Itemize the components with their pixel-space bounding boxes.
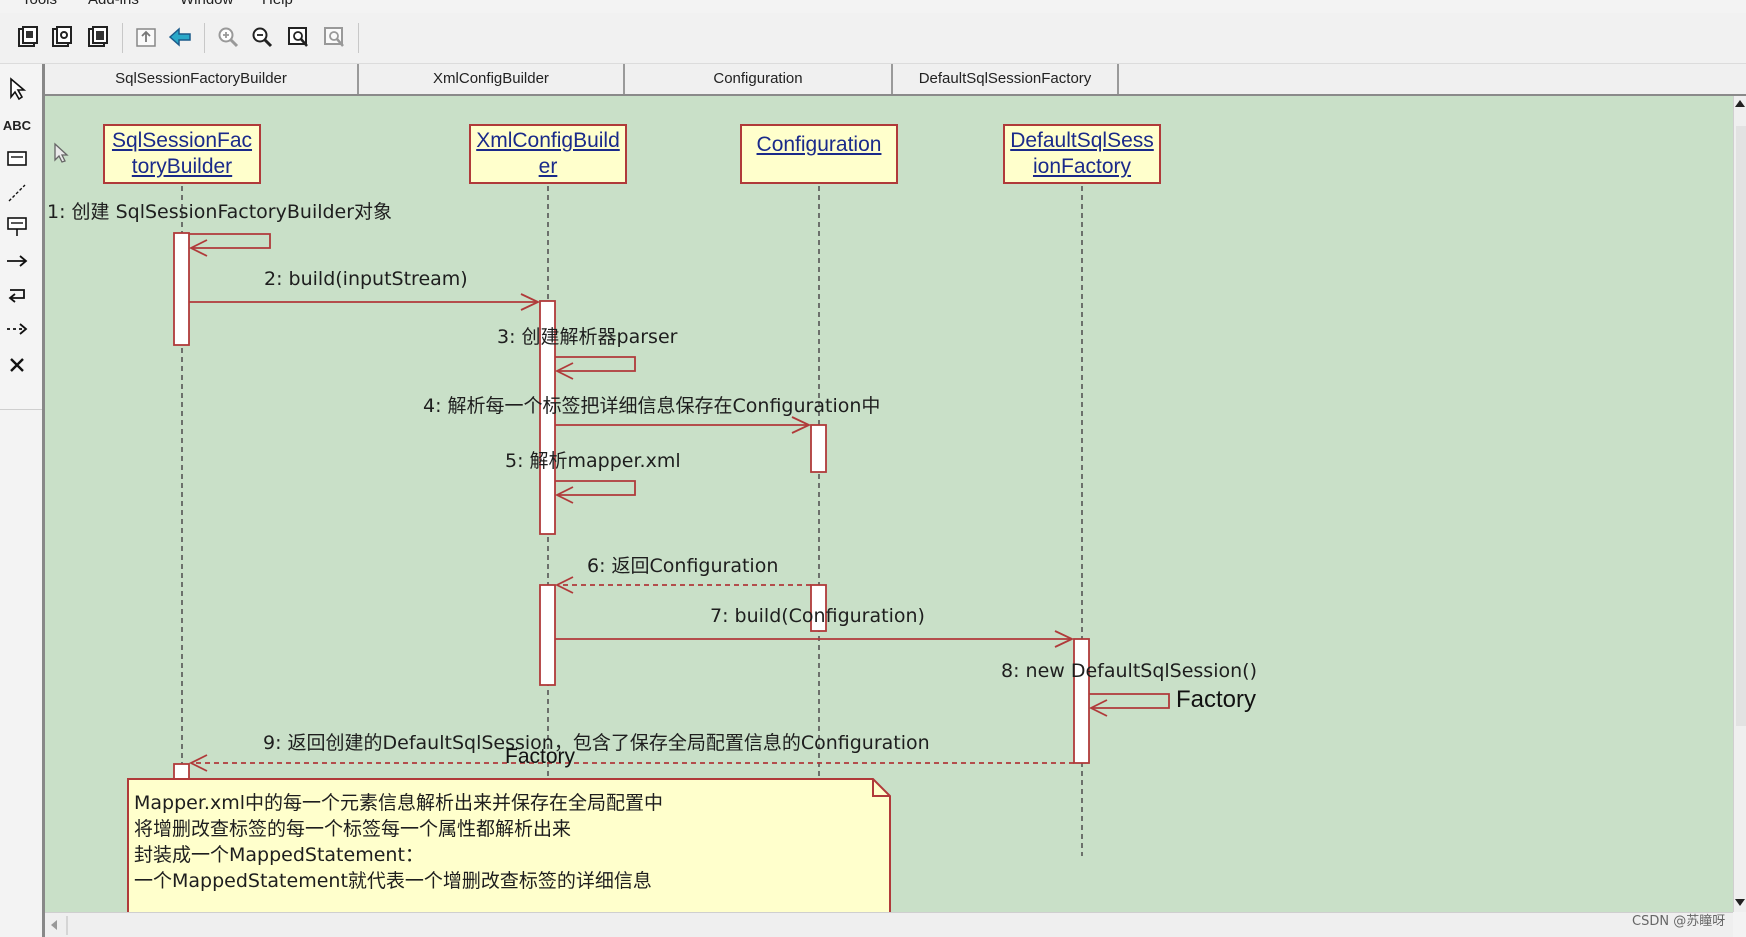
note-line: Mapper.xml中的每一个元素信息解析出来并保存在全局配置中 bbox=[134, 792, 663, 814]
return-message-icon[interactable] bbox=[2, 314, 32, 344]
zoom-in-icon[interactable] bbox=[214, 23, 242, 51]
menu-window[interactable]: Window bbox=[180, 0, 233, 8]
object-label-line: Configuration bbox=[756, 133, 882, 156]
zoom-selection-icon[interactable] bbox=[320, 23, 348, 51]
factory-overlay-label: Factory bbox=[1176, 686, 1257, 713]
anchor-note-icon[interactable] bbox=[2, 178, 32, 208]
zoom-out-icon[interactable] bbox=[248, 23, 276, 51]
zoom-fit-icon[interactable] bbox=[284, 23, 312, 51]
arrowhead bbox=[1054, 630, 1075, 648]
arrowhead bbox=[554, 362, 574, 380]
diagram-canvas[interactable]: SqlSessionFac toryBuilder XmlConfigBuild e… bbox=[45, 96, 1733, 918]
object-label-line: er bbox=[538, 155, 558, 178]
self-message-icon[interactable] bbox=[2, 280, 32, 310]
tool-palette: ABC bbox=[0, 64, 43, 410]
note-line: 一个MappedStatement就代表一个增删改查标签的详细信息 bbox=[134, 870, 652, 892]
note-line: 封装成一个MappedStatement： bbox=[134, 844, 424, 866]
note-line: 将增删改查标签的每一个标签每一个属性都解析出来 bbox=[134, 818, 572, 840]
message-label-2[interactable]: 2: build(inputStream) bbox=[264, 268, 468, 290]
activation-bar bbox=[1073, 638, 1090, 764]
object-tool-icon[interactable] bbox=[2, 212, 32, 242]
scrollbar-graphics bbox=[1735, 100, 1746, 906]
message-label-8[interactable]: 8: new DefaultSqlSession() bbox=[1001, 660, 1257, 682]
message-label-4[interactable]: 4: 解析每一个标签把详细信息保存在Configuration中 bbox=[423, 395, 881, 417]
menu-help[interactable]: Help bbox=[262, 0, 293, 8]
arrowhead bbox=[554, 576, 574, 594]
message-label-5[interactable]: 5: 解析mapper.xml bbox=[505, 450, 681, 472]
delete-tool-icon[interactable] bbox=[2, 350, 32, 380]
scroll-left-icon[interactable] bbox=[45, 913, 105, 937]
note-tool-icon[interactable] bbox=[2, 144, 32, 174]
message-label-9[interactable]: 9: 返回创建的DefaultSqlSession，包含了保存全局配置信息的Co… bbox=[263, 732, 930, 754]
watermark: CSDN @苏瞳呀 bbox=[1632, 914, 1726, 929]
fit-window-icon[interactable] bbox=[132, 23, 160, 51]
text-tool-icon[interactable]: ABC bbox=[2, 117, 32, 133]
arrowhead bbox=[791, 416, 812, 434]
activation-bar bbox=[539, 584, 556, 686]
column-header-sqlsessionfactorybuilder[interactable]: SqlSessionFactoryBuilder bbox=[45, 64, 359, 94]
object-label-line: DefaultSqlSess bbox=[1010, 129, 1154, 152]
column-header: SqlSessionFactoryBuilder XmlConfigBuilde… bbox=[45, 64, 1746, 96]
activation-bar bbox=[539, 300, 556, 535]
activation-bar bbox=[810, 424, 827, 473]
select-arrow-icon[interactable] bbox=[2, 74, 32, 104]
object-label: DefaultSqlSess ionFactory bbox=[1010, 128, 1154, 180]
toolbar-separator bbox=[204, 23, 205, 53]
object-defaultsqlsessionfactory[interactable]: DefaultSqlSess ionFactory bbox=[1003, 124, 1161, 184]
message-label-7[interactable]: 7: build(Configuration) bbox=[710, 605, 925, 627]
note-shape bbox=[127, 778, 891, 918]
object-xmlconfigbuilder[interactable]: XmlConfigBuild er bbox=[469, 124, 627, 184]
horizontal-scrollbar[interactable] bbox=[45, 912, 1733, 937]
factory-overlay-label: Factory bbox=[505, 745, 576, 768]
copy-diagram-icon[interactable] bbox=[14, 23, 42, 51]
column-header-defaultsqlsessionfactory[interactable]: DefaultSqlSessionFactory bbox=[893, 64, 1119, 94]
back-arrow-icon[interactable] bbox=[166, 23, 194, 51]
toolbar-separator bbox=[358, 23, 359, 53]
arrowhead bbox=[188, 754, 208, 772]
object-label-line: ionFactory bbox=[1032, 155, 1132, 178]
menu-bar: Tools Add-ins Window Help bbox=[0, 0, 1746, 12]
self-message-arrow-8 bbox=[1089, 693, 1170, 709]
mouse-cursor-icon bbox=[54, 142, 69, 163]
object-label-line: XmlConfigBuild bbox=[476, 129, 620, 152]
object-label-line: toryBuilder bbox=[131, 155, 233, 178]
object-sqlsessionfactorybuilder[interactable]: SqlSessionFac toryBuilder bbox=[103, 124, 261, 184]
object-label: SqlSessionFac toryBuilder bbox=[112, 128, 252, 180]
note-box[interactable]: Mapper.xml中的每一个元素信息解析出来并保存在全局配置中 将增删改查标签… bbox=[127, 778, 891, 918]
arrowhead bbox=[188, 239, 208, 257]
self-message-arrow-3 bbox=[555, 356, 636, 372]
activation-bar bbox=[173, 232, 190, 346]
message-tool-icon[interactable] bbox=[2, 246, 32, 276]
object-label: XmlConfigBuild er bbox=[476, 128, 620, 180]
message-label-3[interactable]: 3: 创建解析器parser bbox=[497, 326, 678, 348]
message-label-6[interactable]: 6: 返回Configuration bbox=[587, 555, 779, 577]
column-header-configuration[interactable]: Configuration bbox=[625, 64, 893, 94]
object-label-line: SqlSessionFac bbox=[111, 129, 253, 152]
self-message-arrow-1 bbox=[189, 233, 271, 249]
object-configuration[interactable]: Configuration bbox=[740, 124, 898, 184]
arrowhead bbox=[554, 486, 574, 504]
menu-tools[interactable]: Tools bbox=[22, 0, 57, 8]
copy-metafile-icon[interactable] bbox=[84, 23, 112, 51]
arrowhead bbox=[520, 293, 541, 311]
toolbar-separator bbox=[122, 23, 123, 53]
window-frame bbox=[42, 64, 45, 937]
message-label-1[interactable]: 1: 创建 SqlSessionFactoryBuilder对象 bbox=[47, 201, 393, 223]
arrowhead bbox=[1088, 699, 1108, 717]
copy-bitmap-icon[interactable] bbox=[48, 23, 76, 51]
column-header-xmlconfigbuilder[interactable]: XmlConfigBuilder bbox=[359, 64, 625, 94]
sequence-diagram-graphics bbox=[54, 142, 1170, 912]
self-message-arrow-5 bbox=[555, 480, 636, 496]
menu-add-ins[interactable]: Add-ins bbox=[88, 0, 139, 8]
activation-bar bbox=[810, 584, 827, 632]
vertical-scrollbar[interactable] bbox=[1733, 96, 1746, 912]
toolbar bbox=[0, 13, 1746, 64]
